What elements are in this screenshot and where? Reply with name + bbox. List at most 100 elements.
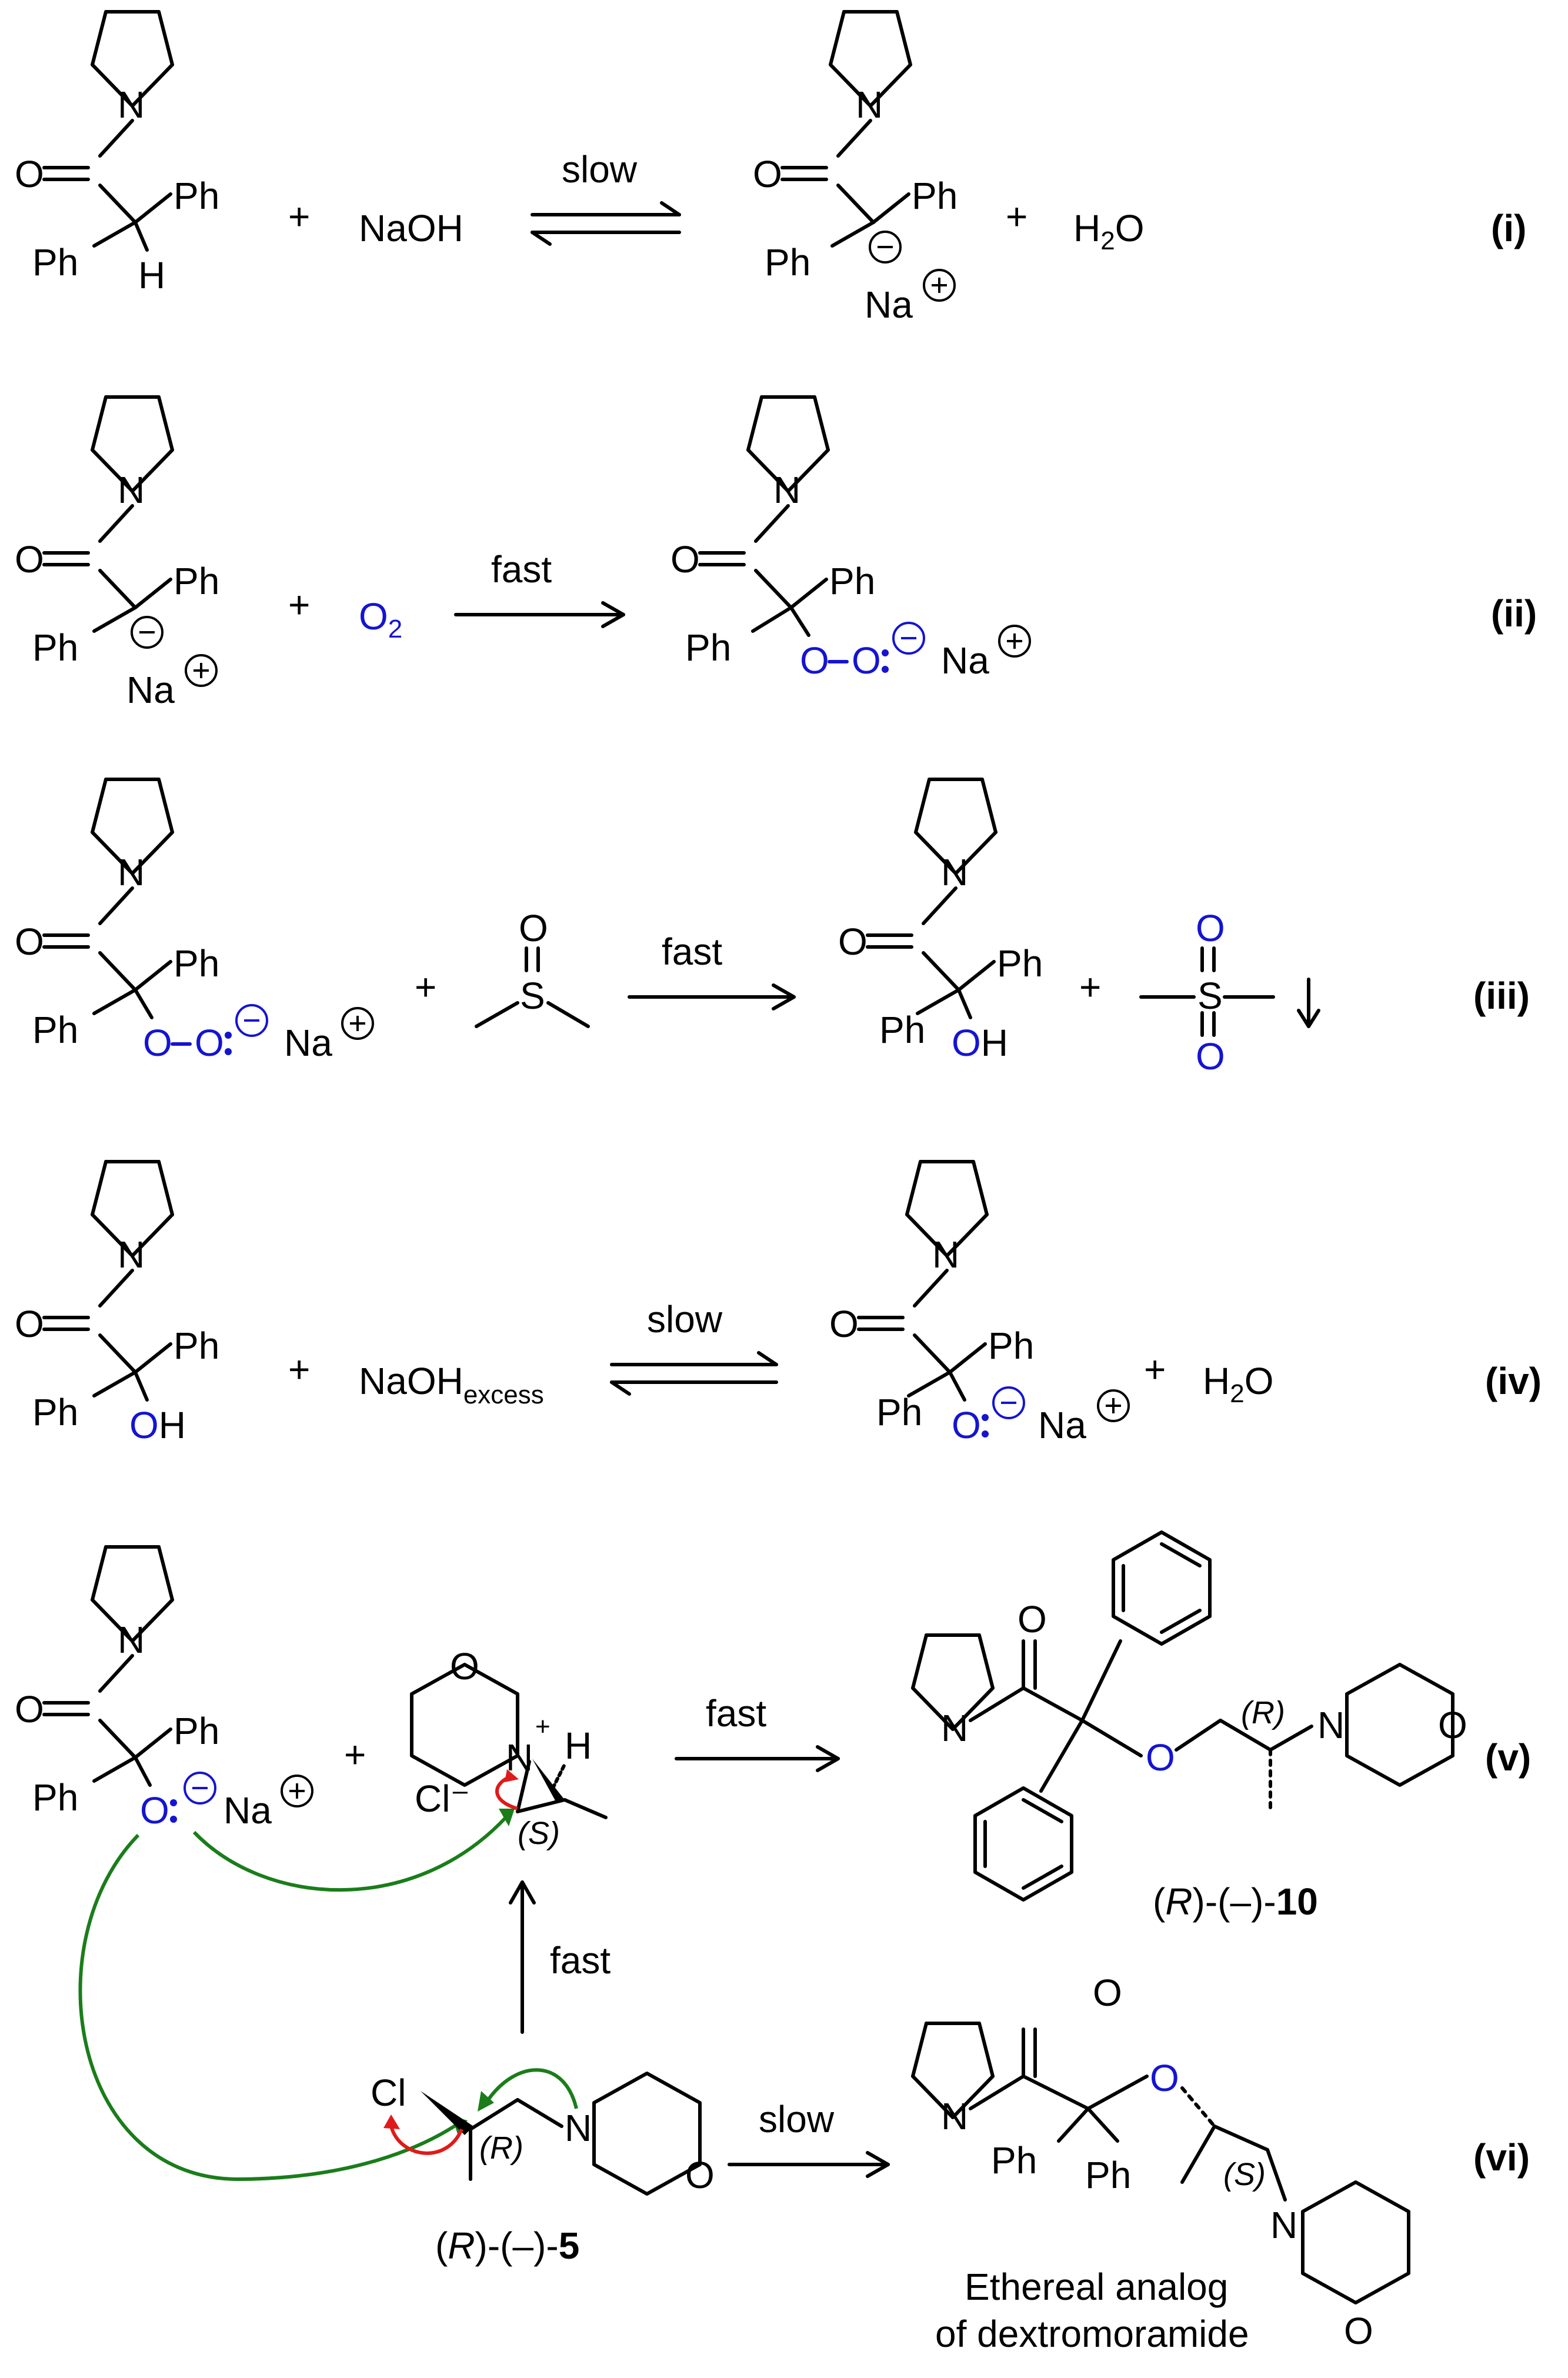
reaction-label: (i) — [1491, 207, 1526, 249]
reaction-label: (ii) — [1491, 592, 1537, 635]
n-atom: N — [118, 469, 145, 511]
o-atom: O — [1438, 1704, 1467, 1746]
ph-group: Ph — [988, 1325, 1034, 1367]
s-atom: S — [1197, 975, 1223, 1017]
n-atom: N — [118, 851, 145, 893]
positive-charge: + — [535, 1712, 551, 1741]
o-atom: O — [15, 153, 44, 195]
condition-fast: fast — [662, 930, 722, 973]
condition-fast: fast — [706, 1692, 766, 1735]
reagent-naoh: NaOH — [359, 207, 463, 249]
plus-sign: + — [415, 966, 436, 1008]
ph-group: Ph — [174, 175, 219, 217]
na-ion: Na — [865, 284, 913, 326]
na-ion: Na — [223, 1789, 272, 1832]
n-atom: N — [1270, 2204, 1297, 2246]
ph-group: Ph — [997, 942, 1043, 985]
stereo-label-s: (S) — [1223, 2157, 1266, 2192]
n-atom: N — [565, 2107, 592, 2149]
reagent-o2: O2 — [359, 595, 402, 643]
reagent-naoh-excess: NaOHexcess — [359, 1360, 544, 1409]
condition-fast: fast — [550, 1939, 610, 1982]
ph-group: Ph — [991, 2139, 1037, 2182]
o-atom: O — [15, 920, 44, 963]
o-atom: O — [1146, 1736, 1175, 1779]
ph-group: Ph — [879, 1009, 925, 1051]
o-atom: O — [829, 1303, 859, 1345]
o-atom: O — [753, 153, 782, 195]
o-atom: O — [140, 1789, 169, 1832]
o-atom: O — [852, 639, 881, 682]
o-atom: O — [15, 538, 44, 581]
ph-group: Ph — [174, 942, 219, 985]
stereo-label-r: (R) — [1241, 1695, 1285, 1730]
reaction-v: N O Ph Ph O Na + O N + H (S) Cl⁻ fast N … — [15, 1532, 1531, 1923]
n-atom: N — [1317, 1704, 1345, 1746]
oh-group: OH — [952, 1022, 1008, 1064]
stereo-label-r: (R) — [479, 2130, 523, 2166]
reaction-label: (iv) — [1485, 1360, 1542, 1402]
reaction-label: (v) — [1485, 1736, 1531, 1779]
reaction-i: N O Ph Ph H + NaOH slow N O Ph Ph Na + H… — [15, 12, 1526, 326]
condition-fast: fast — [491, 548, 552, 591]
reaction-iii: N O Ph Ph O O Na + O S fast N O Ph Ph OH — [15, 779, 1530, 1078]
electron-flow-arrows — [78, 1809, 515, 2182]
ph-group: Ph — [765, 241, 810, 284]
h-atom: H — [565, 1725, 592, 1767]
o-atom: O — [1344, 2310, 1373, 2352]
na-ion: Na — [126, 669, 175, 711]
plus-sign: + — [1144, 1348, 1166, 1390]
o-atom: O — [1196, 907, 1225, 949]
reaction-ii: N O Ph Ph Na + O2 fast N O Ph Ph O O Na … — [15, 397, 1537, 711]
ph-group: Ph — [876, 1391, 922, 1433]
o-atom: O — [450, 1645, 479, 1687]
water: H2O — [1203, 1360, 1273, 1408]
na-ion: Na — [284, 1022, 332, 1064]
n-atom: N — [118, 1233, 145, 1276]
plus-sign: + — [1006, 195, 1027, 238]
water: H2O — [1073, 207, 1144, 255]
condition-slow: slow — [647, 1298, 723, 1340]
ph-group: Ph — [174, 1325, 219, 1367]
o-atom: O — [1093, 1972, 1122, 2014]
ph-group: Ph — [32, 626, 78, 669]
ph-group: Ph — [174, 1710, 219, 1752]
o-atom: O — [1150, 2057, 1179, 2099]
reaction-vi: Cl (R) N O (R)-(–)-5 slow N O O Ph Ph (S… — [371, 1972, 1530, 2355]
plus-sign: + — [344, 1733, 366, 1776]
plus-sign: + — [288, 195, 310, 238]
o-atom: O — [1017, 1598, 1047, 1640]
o-atom: O — [143, 1022, 172, 1064]
reaction-label: (iii) — [1473, 975, 1530, 1017]
cl-atom: Cl — [371, 2072, 406, 2114]
product-caption: Ethereal analog — [965, 2266, 1228, 2308]
ph-group: Ph — [32, 241, 78, 284]
o-atom: O — [685, 2154, 715, 2196]
o-atom: O — [195, 1022, 224, 1064]
stereo-label-s: (S) — [518, 1816, 560, 1851]
n-atom: N — [941, 851, 968, 893]
n-atom: N — [856, 84, 883, 126]
product-10-name: (R)-(–)-10 — [1153, 1880, 1318, 1923]
n-atom: N — [118, 1619, 145, 1661]
s-atom: S — [520, 975, 545, 1017]
ph-group: Ph — [32, 1391, 78, 1433]
o-atom: O — [519, 907, 548, 949]
ph-group: Ph — [912, 175, 958, 217]
h-atom: H — [138, 254, 165, 296]
o-atom: O — [800, 639, 829, 682]
product-caption: of dextromoramide — [935, 2313, 1249, 2355]
o-atom: O — [15, 1303, 44, 1345]
o-atom: O — [1196, 1035, 1225, 1078]
ph-group: Ph — [685, 626, 731, 669]
oh-group: OH — [129, 1404, 186, 1446]
n-atom: N — [941, 1707, 968, 1749]
ph-group: Ph — [1085, 2154, 1131, 2196]
ph-group: Ph — [174, 560, 219, 602]
reactant-5-name: (R)-(–)-5 — [435, 2224, 579, 2267]
plus-sign: + — [288, 1348, 310, 1390]
reaction-iv: N O Ph Ph OH + NaOHexcess slow N O Ph Ph… — [15, 1162, 1542, 1446]
ph-group: Ph — [32, 1776, 78, 1819]
plus-sign: + — [1079, 966, 1101, 1008]
